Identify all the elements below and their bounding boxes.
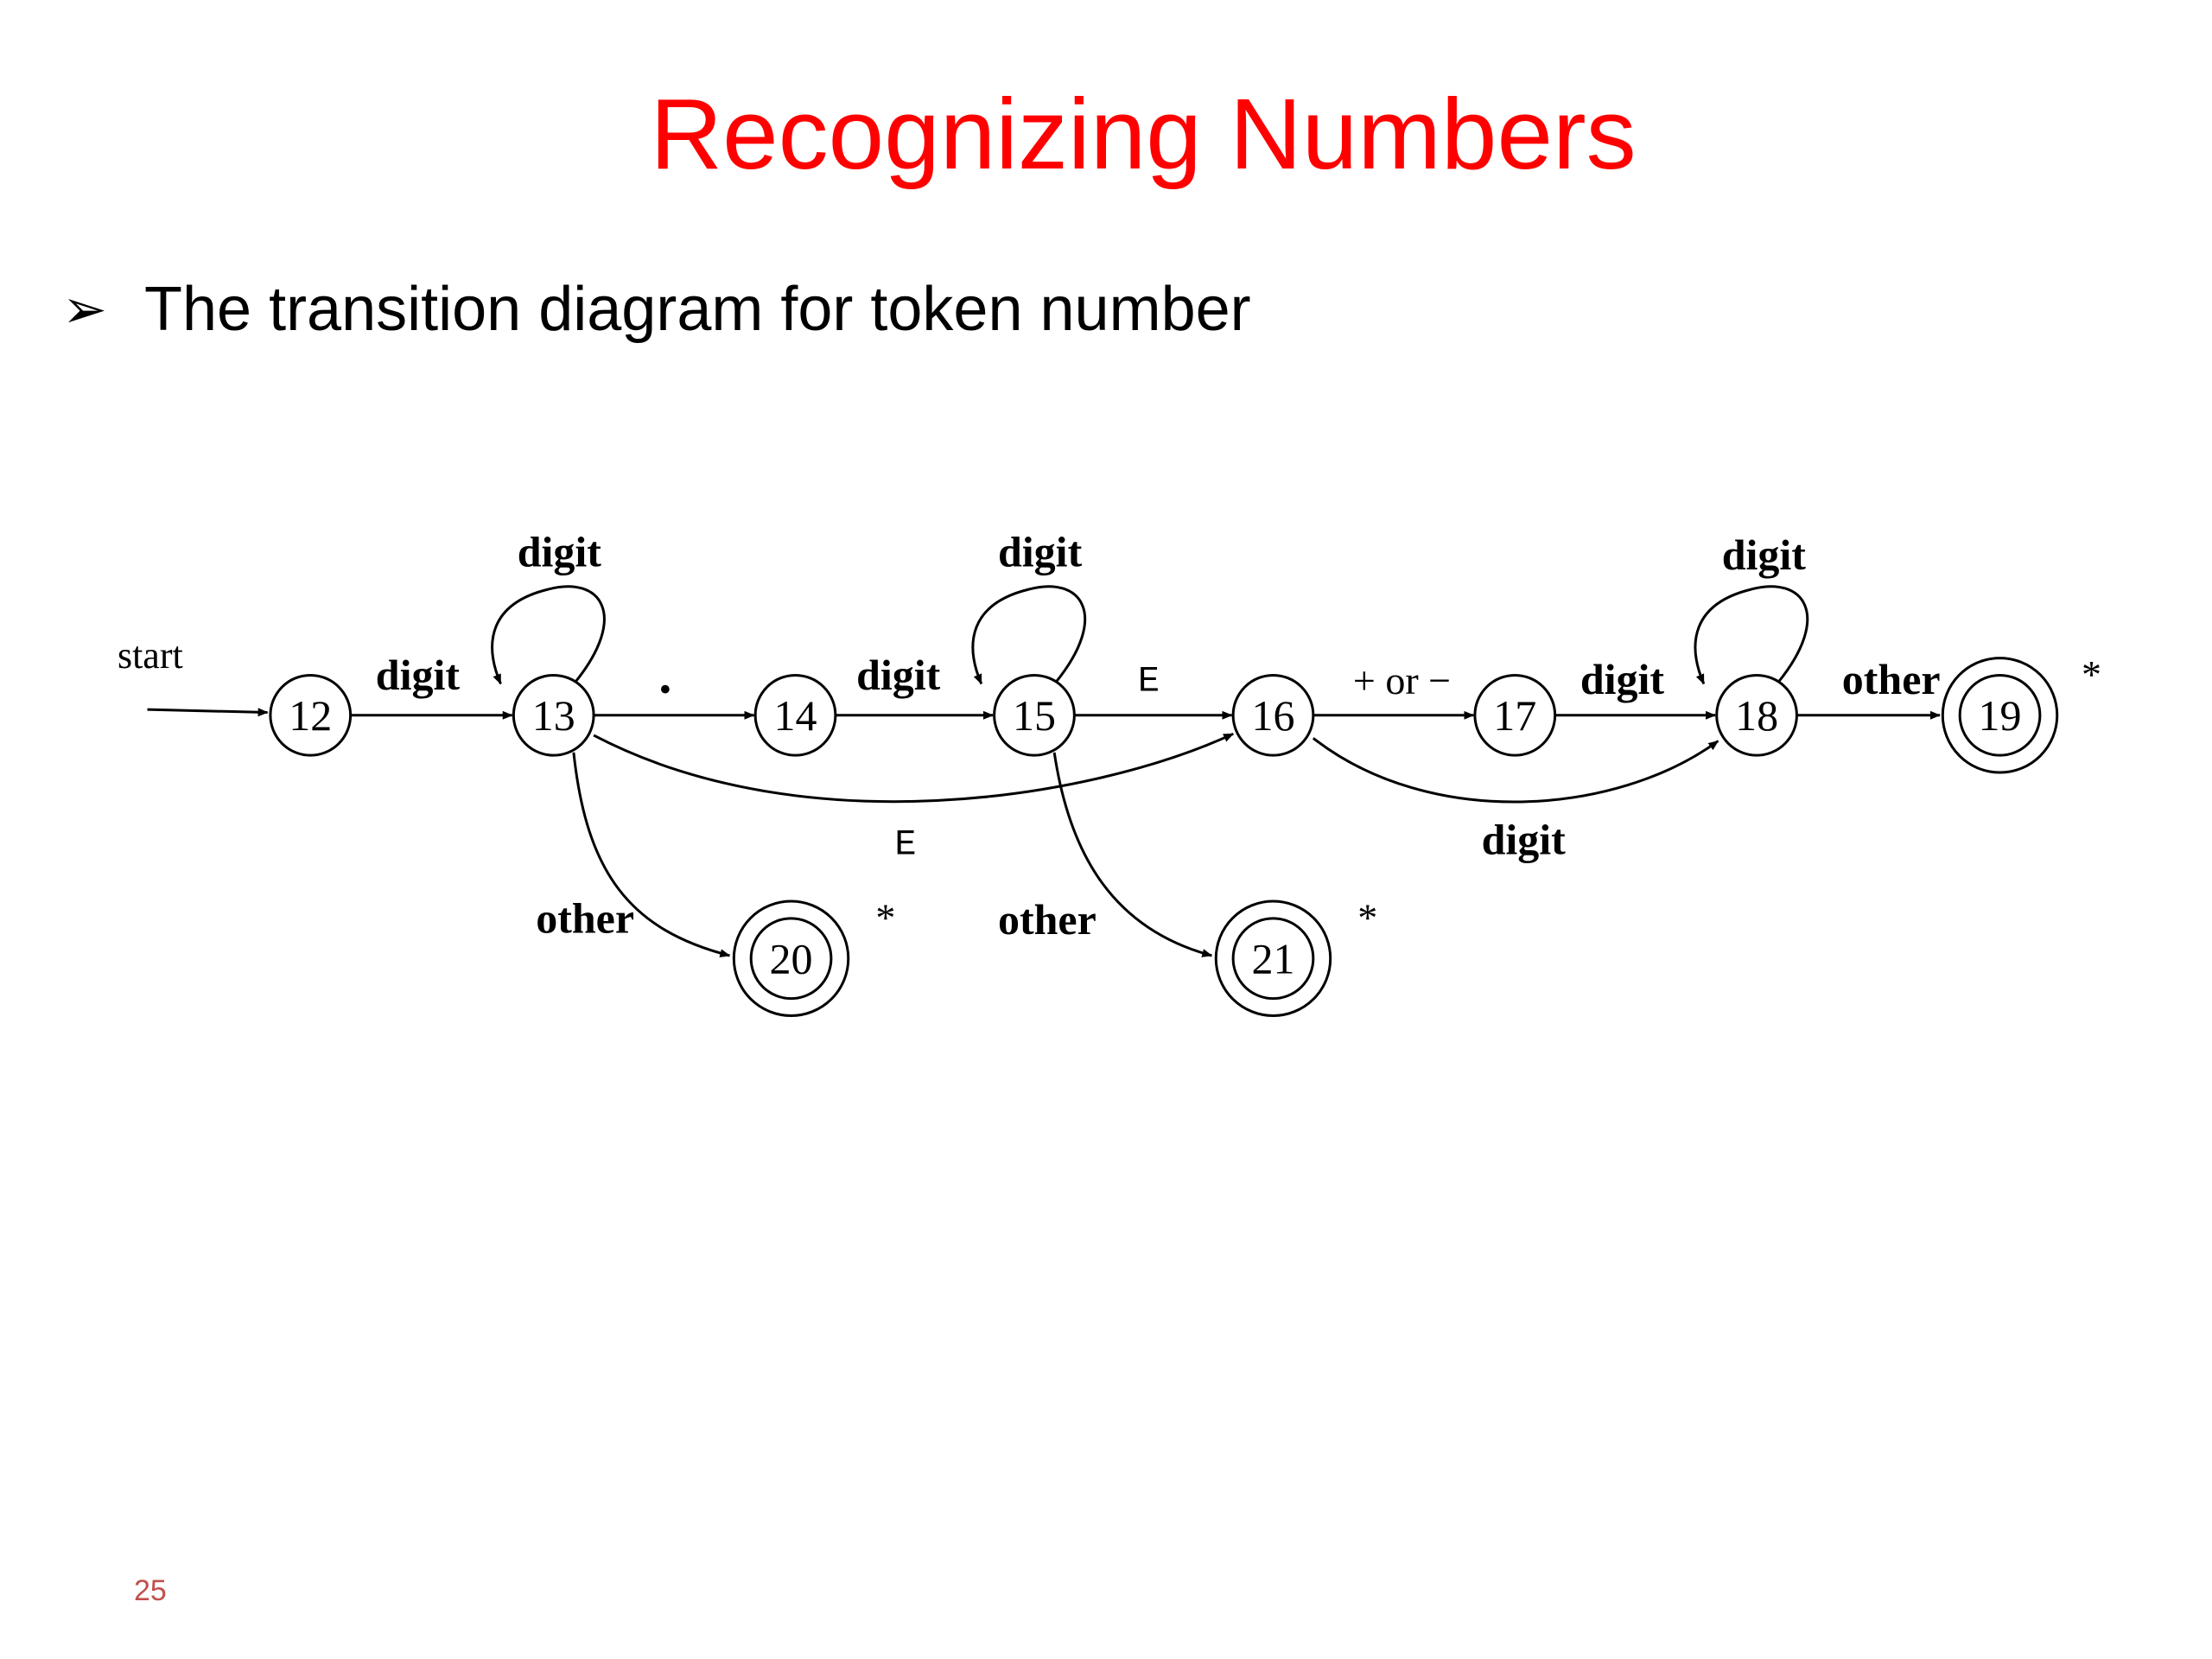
transition-label-12-13: digit (376, 651, 461, 699)
retract-marker-20: * (875, 896, 895, 940)
state-20: 20 * (732, 896, 895, 1017)
state-12: 12 (269, 673, 353, 757)
transition-18-18 (1694, 585, 1809, 685)
start-label: start (118, 634, 183, 677)
state-label-15: 15 (1013, 691, 1056, 740)
state-label-21: 21 (1251, 934, 1294, 982)
state-18: 18 (1715, 673, 1798, 757)
transition-label-15-16: E (1138, 661, 1160, 702)
retract-marker-21: * (1357, 896, 1377, 940)
transition-label-15-21: other (998, 895, 1096, 944)
state-14: 14 (753, 673, 837, 757)
state-nodes: 12 13 14 15 16 17 18 19 * 20 * 21 * (269, 652, 2101, 1017)
state-label-20: 20 (770, 934, 813, 982)
transition-label-18-19: other (1842, 655, 1941, 703)
transition-label-16-17: + or − (1353, 658, 1451, 702)
state-19: 19 * (1941, 652, 2101, 774)
transition-label-13-16: E (894, 823, 916, 865)
bullet-text: The transition diagram for token number (144, 275, 1251, 344)
state-label-14: 14 (774, 691, 817, 740)
page-number: 25 (134, 1574, 167, 1607)
state-label-18: 18 (1735, 691, 1778, 740)
transition-label-13-14: . (658, 646, 671, 703)
transition-13-20 (572, 752, 731, 958)
transition-label-16-18: digit (1482, 815, 1567, 863)
state-17: 17 (1473, 673, 1557, 757)
state-label-13: 13 (532, 691, 575, 740)
slide-title: Recognizing Numbers (650, 78, 1637, 190)
transition-edges (147, 585, 1941, 958)
arrowhead-bullet-icon: ➢ (62, 277, 107, 340)
bullet-item: ➢ The transition diagram for token numbe… (62, 275, 1251, 344)
transition-label-14-15: digit (856, 651, 941, 699)
transition-16-18 (1312, 737, 1719, 804)
transition-label-17-18: digit (1580, 655, 1665, 703)
state-label-16: 16 (1251, 691, 1294, 740)
transition-label-13-13: digit (518, 528, 602, 576)
transition-label-15-15: digit (998, 528, 1083, 576)
retract-marker-19: * (2082, 652, 2101, 696)
transition-label-18-18: digit (1722, 531, 1807, 579)
state-21: 21 * (1214, 896, 1377, 1017)
state-label-19: 19 (1979, 691, 2022, 740)
transition-label-13-20: other (536, 893, 634, 942)
transition-15-15 (971, 585, 1087, 685)
state-16: 16 (1231, 673, 1315, 757)
transition-13-13 (491, 585, 606, 685)
transition-13-16 (593, 732, 1235, 804)
state-15: 15 (993, 673, 1076, 757)
transition-15-21 (1052, 752, 1213, 957)
start-arrow (147, 708, 269, 717)
state-13: 13 (512, 673, 595, 757)
state-label-17: 17 (1493, 691, 1536, 740)
state-label-12: 12 (289, 691, 332, 740)
